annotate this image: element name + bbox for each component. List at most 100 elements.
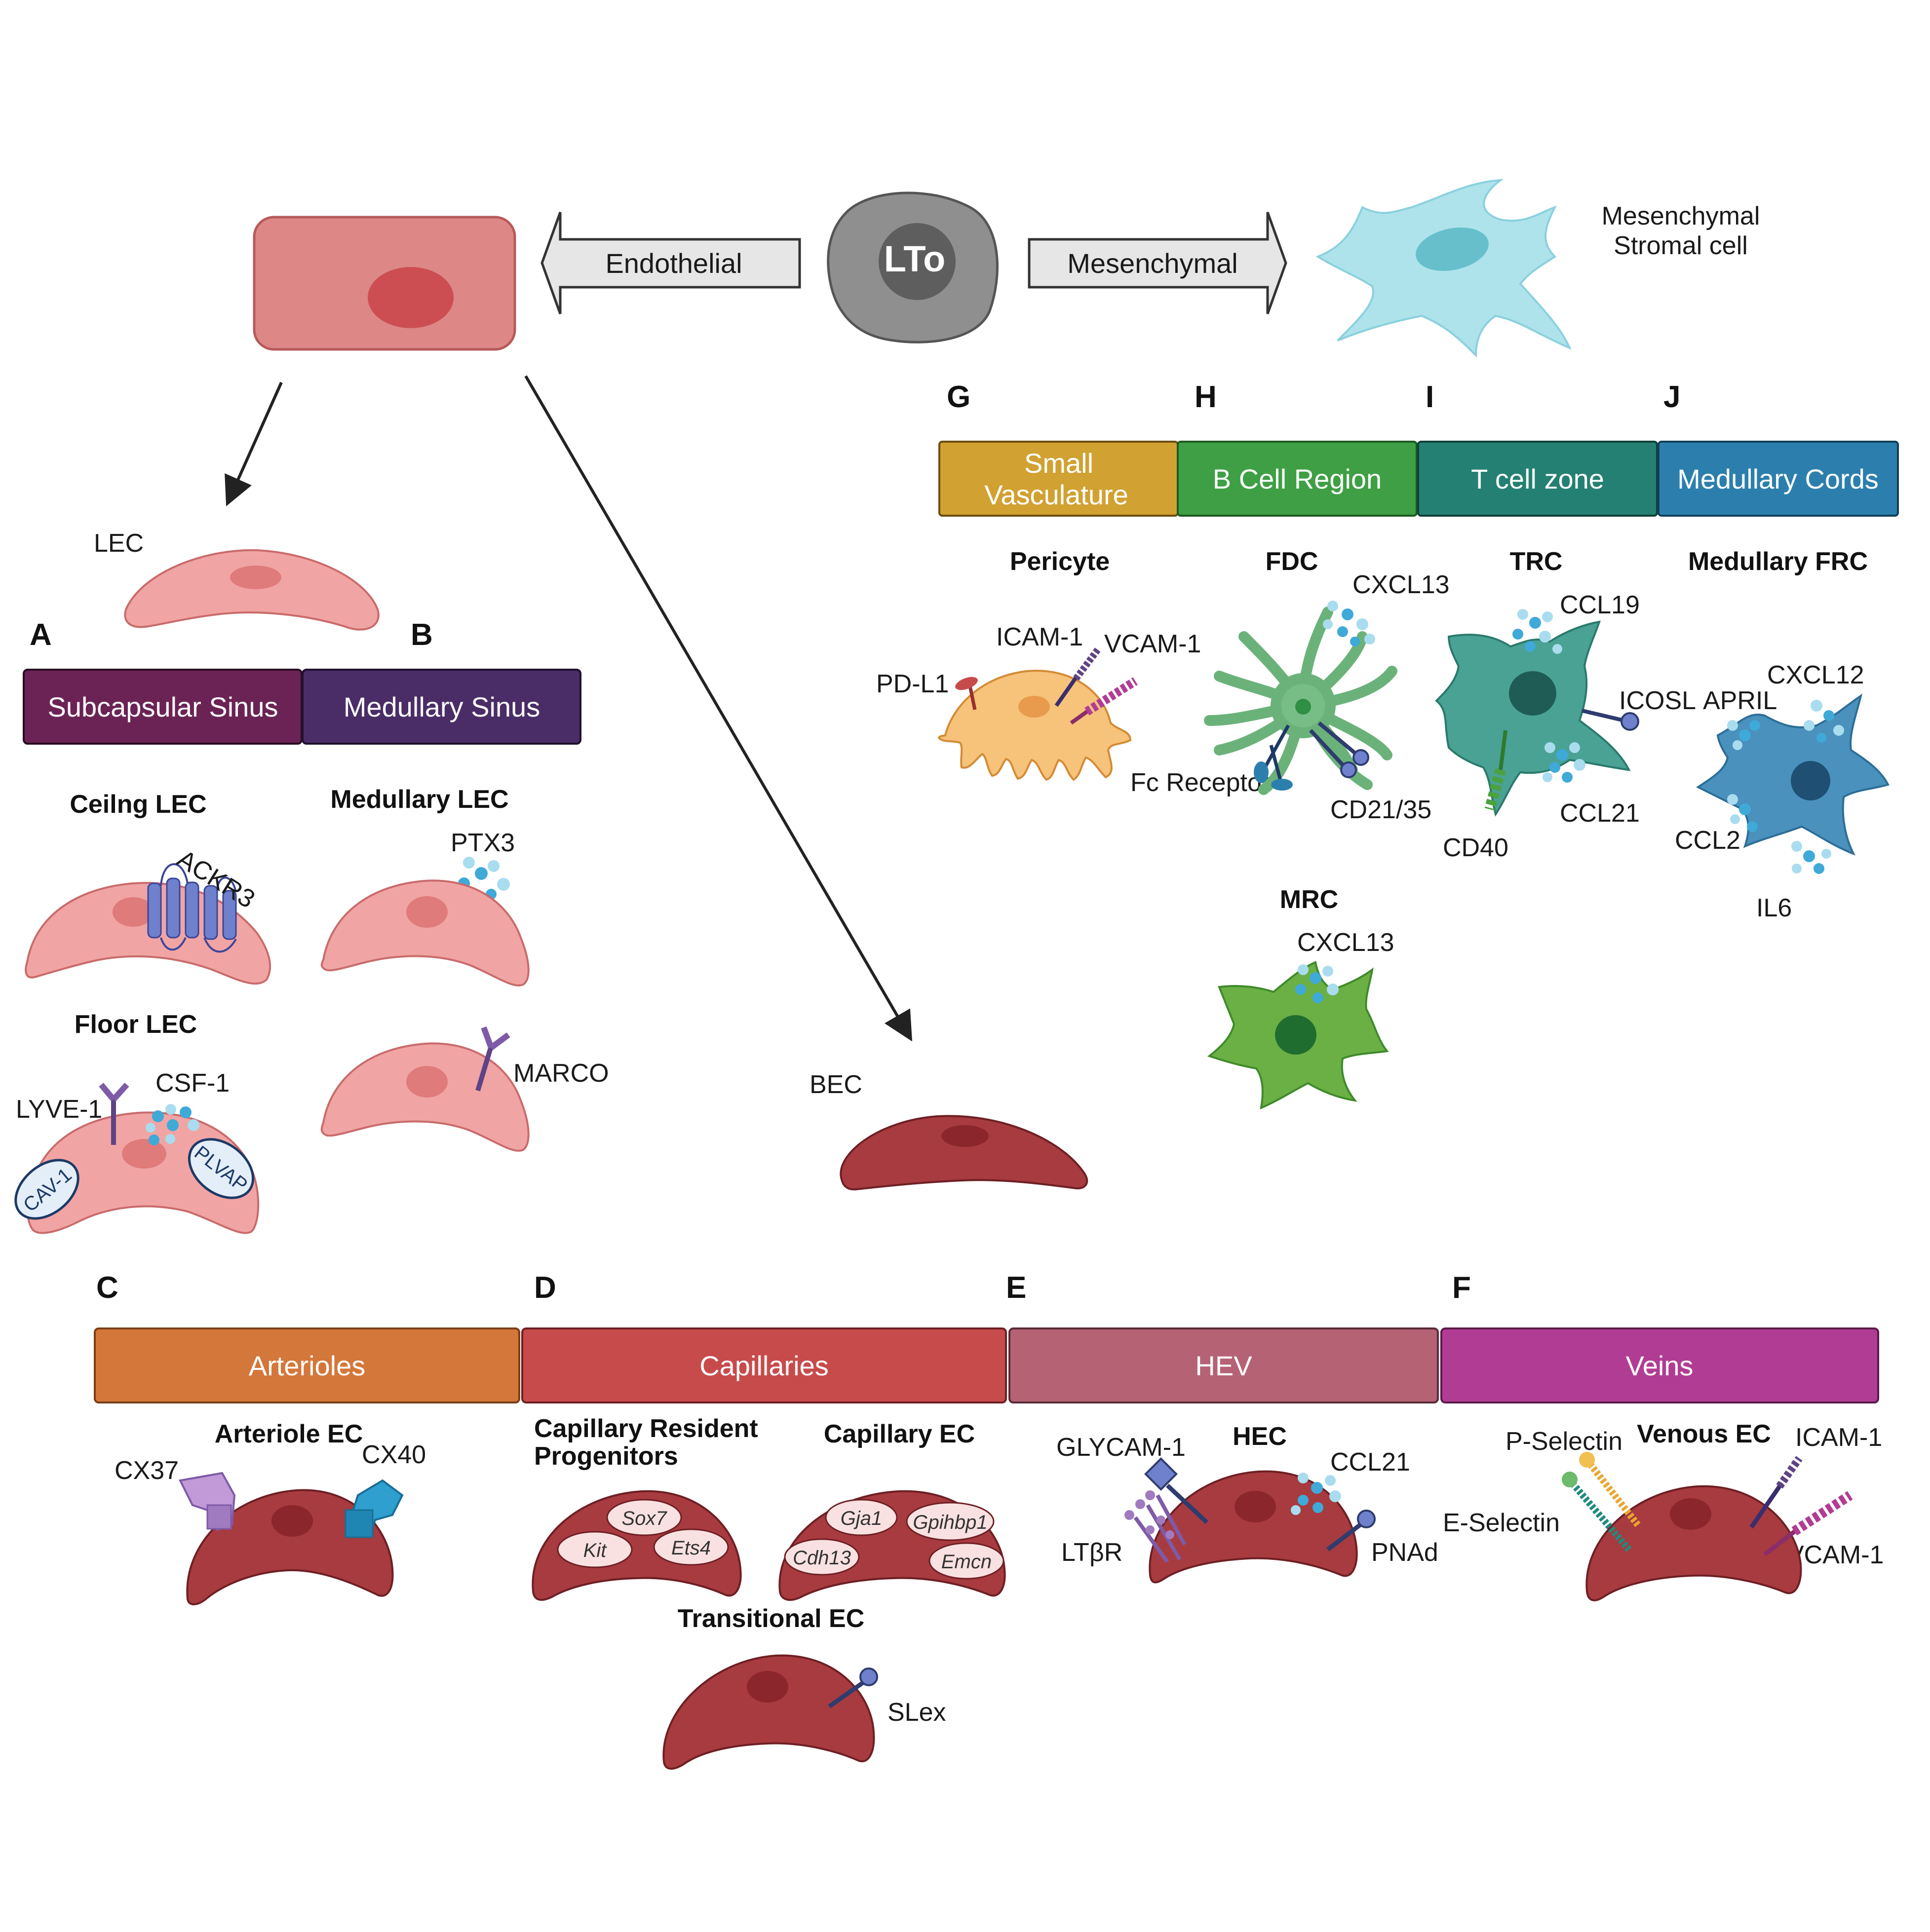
pericyte-vcam1-label: VCAM-1 — [1104, 630, 1201, 658]
glycam1-label: GLYCAM-1 — [1056, 1433, 1186, 1462]
marco-receptor-icon — [475, 1026, 510, 1092]
trc-title: TRC — [1510, 547, 1563, 576]
medullary-frc-chemokines-icon — [1727, 700, 1844, 874]
cav1-icon: CAV-1 — [14, 1159, 79, 1220]
hev-bar: HEV — [1008, 1327, 1439, 1403]
pericyte-icam1-label: ICAM-1 — [996, 623, 1083, 651]
capillary-ec-title: Capillary EC — [824, 1420, 975, 1448]
csf1-chemokine-icon — [146, 1104, 199, 1145]
cd40-label: CD40 — [1443, 833, 1508, 862]
mesenchymal-arrow: Mesenchymal — [1028, 212, 1287, 314]
subcapsular-sinus-bar: Subcapsular Sinus — [23, 669, 303, 745]
ltbr-label: LTβR — [1061, 1538, 1122, 1567]
ackr3-receptor-icon: ACKR3 — [147, 844, 260, 953]
pnad-label: PNAd — [1371, 1538, 1438, 1567]
pdl1-ligand-icon — [955, 677, 978, 710]
panel-i-label: I — [1426, 380, 1434, 414]
arrow-to-bec — [524, 375, 913, 1042]
icosl-label: ICOSL — [1619, 686, 1696, 715]
venous-vcam1-icon — [1763, 1491, 1853, 1556]
lyve1-receptor-icon — [99, 1082, 129, 1145]
trc-ccl21-label: CCL21 — [1560, 799, 1640, 828]
ceiling-lec-title: Ceilng LEC — [70, 790, 206, 819]
cd2135-label: CD21/35 — [1330, 796, 1431, 824]
fdc-cell — [1204, 606, 1397, 795]
pnad-ligand-icon — [1326, 1510, 1376, 1552]
medullary-cords-bar: Medullary Cords — [1658, 441, 1899, 517]
medullary-lec-cell-2 — [320, 1042, 530, 1152]
pdl1-label: PD-L1 — [876, 670, 949, 698]
panel-d-label: D — [534, 1271, 556, 1305]
pselectin-label: P-Selectin — [1505, 1427, 1622, 1456]
cx40-label: CX40 — [362, 1440, 426, 1469]
panel-f-label: F — [1452, 1271, 1471, 1305]
slex-ligand-icon — [828, 1667, 878, 1708]
ccl19-chemokine-icon — [1512, 609, 1562, 654]
t-cell-zone-label: T cell zone — [1471, 463, 1604, 494]
fdc-nucleus — [1295, 699, 1311, 715]
mrc-cxcl13-label: CXCL13 — [1297, 928, 1394, 957]
icam1-label: ICAM-1 — [1795, 1423, 1882, 1452]
ccl2-label: CCL2 — [1675, 826, 1740, 855]
ltbr-receptor-icon — [1124, 1490, 1187, 1563]
floor-lec-title: Floor LEC — [75, 1010, 197, 1039]
capillary-ec-cell: Gja1 Gpihbp1 Cdh13 Emcn — [778, 1490, 1006, 1601]
ccl19-label: CCL19 — [1560, 591, 1640, 619]
sox7-gene: Sox7 — [606, 1499, 682, 1536]
panel-b-label: B — [411, 618, 433, 652]
hec-title: HEC — [1233, 1422, 1287, 1451]
fdc-title: FDC — [1266, 547, 1318, 576]
fdc-cxcl13-chemokine-icon — [1323, 601, 1375, 646]
hev-label: HEV — [1195, 1350, 1252, 1381]
plvap-icon: PLVAP — [188, 1138, 255, 1199]
mrc-cell — [1207, 961, 1389, 1110]
kit-gene: Kit — [557, 1531, 633, 1568]
transitional-ec-title: Transitional EC — [678, 1604, 865, 1633]
medullary-cords-label: Medullary Cords — [1677, 463, 1879, 494]
arterioles-bar: Arterioles — [94, 1327, 520, 1403]
kit-label: Kit — [583, 1540, 608, 1561]
cx40-connexin-icon — [344, 1479, 404, 1538]
medullary-lec-title: Medullary LEC — [330, 785, 508, 814]
marco-label: MARCO — [513, 1059, 609, 1088]
bec-label: BEC — [810, 1070, 862, 1099]
fc-receptor-icon — [1254, 724, 1293, 791]
pericyte-vcam1-icon — [1070, 677, 1138, 725]
msc-label-line2: Stromal cell — [1614, 231, 1748, 260]
crp-title-line1: Capillary Resident — [534, 1414, 758, 1443]
ptx3-label: PTX3 — [451, 829, 515, 857]
hec-ccl21-chemokine-icon — [1291, 1473, 1341, 1515]
panel-a-label: A — [30, 618, 52, 652]
april-label: APRIL — [1703, 686, 1777, 715]
medullary-lec-cell-1 — [320, 879, 530, 986]
pericyte-cell — [937, 670, 1132, 781]
lto-cell: LTo — [827, 191, 999, 343]
arteriole-ec-title: Arteriole EC — [215, 1420, 363, 1448]
lyve1-label: LYVE-1 — [16, 1095, 102, 1124]
mesenchymal-arrow-label: Mesenchymal — [1067, 248, 1237, 279]
ets4-gene: Ets4 — [653, 1528, 729, 1566]
veins-bar: Veins — [1440, 1327, 1879, 1403]
venous-icam1-icon — [1749, 1456, 1803, 1529]
small-vasculature-label-line2: Vasculature — [984, 479, 1128, 510]
lec-label: LEC — [94, 529, 144, 558]
arteriole-ec-cell — [186, 1489, 394, 1605]
vcam1-label: VCAM-1 — [1787, 1541, 1884, 1569]
cdh13-label: Cdh13 — [793, 1547, 851, 1569]
medullary-frc-title: Medullary FRC — [1688, 547, 1868, 576]
venous-ec-title: Venous EC — [1637, 1420, 1771, 1448]
small-vasculature-label-line1: Small — [1024, 448, 1093, 479]
small-vasculature-bar: Small Vasculature — [938, 441, 1179, 517]
mrc-cxcl13-chemokine-icon — [1295, 964, 1339, 1003]
medullary-sinus-bar: Medullary Sinus — [302, 669, 581, 745]
pericyte-icam1-icon — [1054, 646, 1101, 707]
panel-c-label: C — [96, 1271, 118, 1305]
endothelial-arrow: Endothelial — [540, 212, 801, 314]
subcapsular-sinus-label: Subcapsular Sinus — [48, 691, 278, 722]
glycam1-icon — [1144, 1457, 1209, 1524]
transitional-ec-cell — [662, 1654, 875, 1770]
panel-g-label: G — [947, 380, 970, 414]
cx37-label: CX37 — [115, 1456, 179, 1485]
